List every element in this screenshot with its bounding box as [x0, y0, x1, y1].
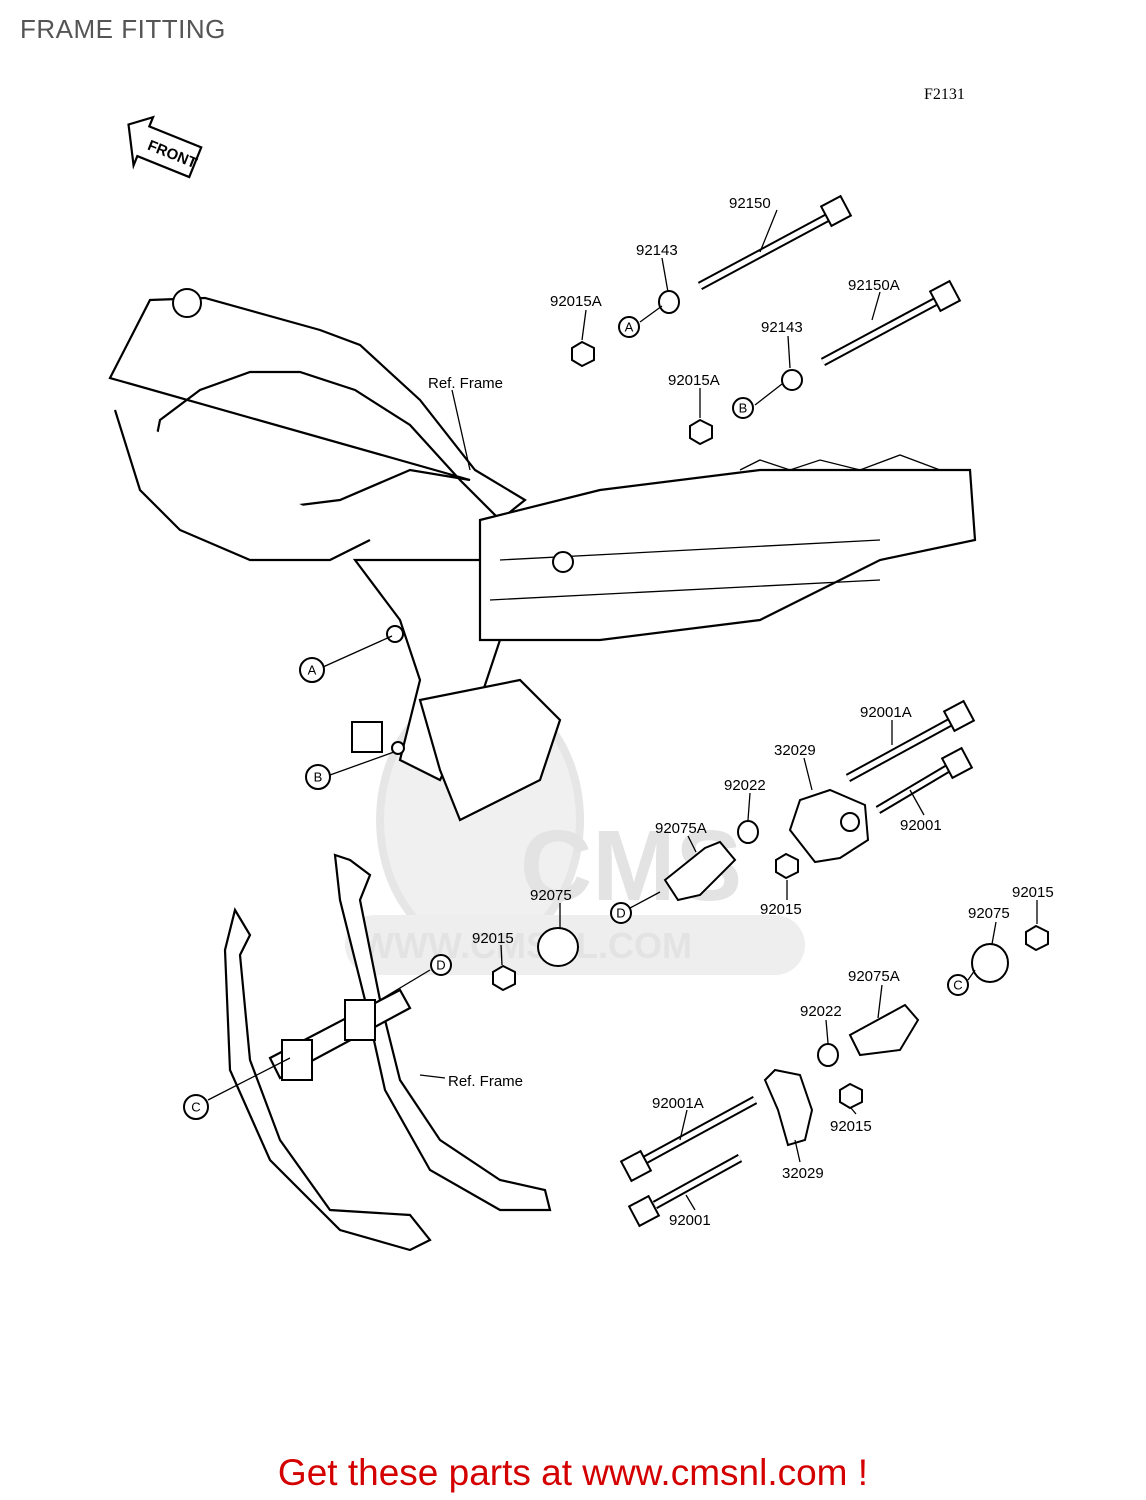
- part-label: 92015: [830, 1118, 872, 1135]
- ref-frame-label: Ref. Frame: [448, 1073, 523, 1090]
- callout-letter: D: [436, 958, 445, 973]
- callout-letter: D: [616, 906, 625, 921]
- part-label: 92150A: [848, 277, 900, 294]
- main-frame: [108, 288, 977, 822]
- callout-letter: C: [191, 1100, 200, 1115]
- part-label: 92075A: [848, 968, 900, 985]
- part-label: 92075A: [655, 820, 707, 837]
- leader-lines: [207, 209, 1038, 1211]
- front-arrow-icon: FRONT: [127, 115, 203, 179]
- exploded-parts-diagram: CMS WWW.CMSNL.COM FRONT: [108, 115, 1054, 1252]
- part-label: 92015A: [668, 372, 720, 389]
- page-title: FRAME FITTING: [20, 14, 226, 44]
- part-label: 92001A: [652, 1095, 704, 1112]
- part-label: 92001: [900, 817, 942, 834]
- callout-letter: A: [308, 663, 317, 678]
- footer-link[interactable]: Get these parts at www.cmsnl.com !: [277, 1452, 869, 1493]
- ref-frame-label: Ref. Frame: [428, 375, 503, 392]
- part-label: 92015: [472, 930, 514, 947]
- callout-letter: A: [625, 320, 634, 335]
- callout-markers: A B A B C D D C: [183, 316, 969, 1120]
- part-number-labels: 92150 92143 92015A 92150A 92143 92015A 9…: [428, 195, 1054, 1229]
- figure-code: F2131: [924, 86, 965, 103]
- part-label: 92150: [729, 195, 771, 212]
- part-label: 92001A: [860, 704, 912, 721]
- part-label: 92075: [968, 905, 1010, 922]
- part-label: 92015: [760, 901, 802, 918]
- watermark-url: WWW.CMSNL.COM: [360, 925, 692, 966]
- part-label: 92001: [669, 1212, 711, 1229]
- part-label: 92015: [1012, 884, 1054, 901]
- part-label: 92015A: [550, 293, 602, 310]
- part-label: 32029: [774, 742, 816, 759]
- callout-letter: B: [314, 770, 323, 785]
- part-label: 92143: [636, 242, 678, 259]
- part-label: 92022: [724, 777, 766, 794]
- callout-letter: B: [739, 401, 748, 416]
- part-label: 92075: [530, 887, 572, 904]
- part-label: 32029: [782, 1165, 824, 1182]
- callout-letter: C: [953, 978, 962, 993]
- part-label: 92143: [761, 319, 803, 336]
- part-label: 92022: [800, 1003, 842, 1020]
- hardware-parts: [492, 194, 1049, 1228]
